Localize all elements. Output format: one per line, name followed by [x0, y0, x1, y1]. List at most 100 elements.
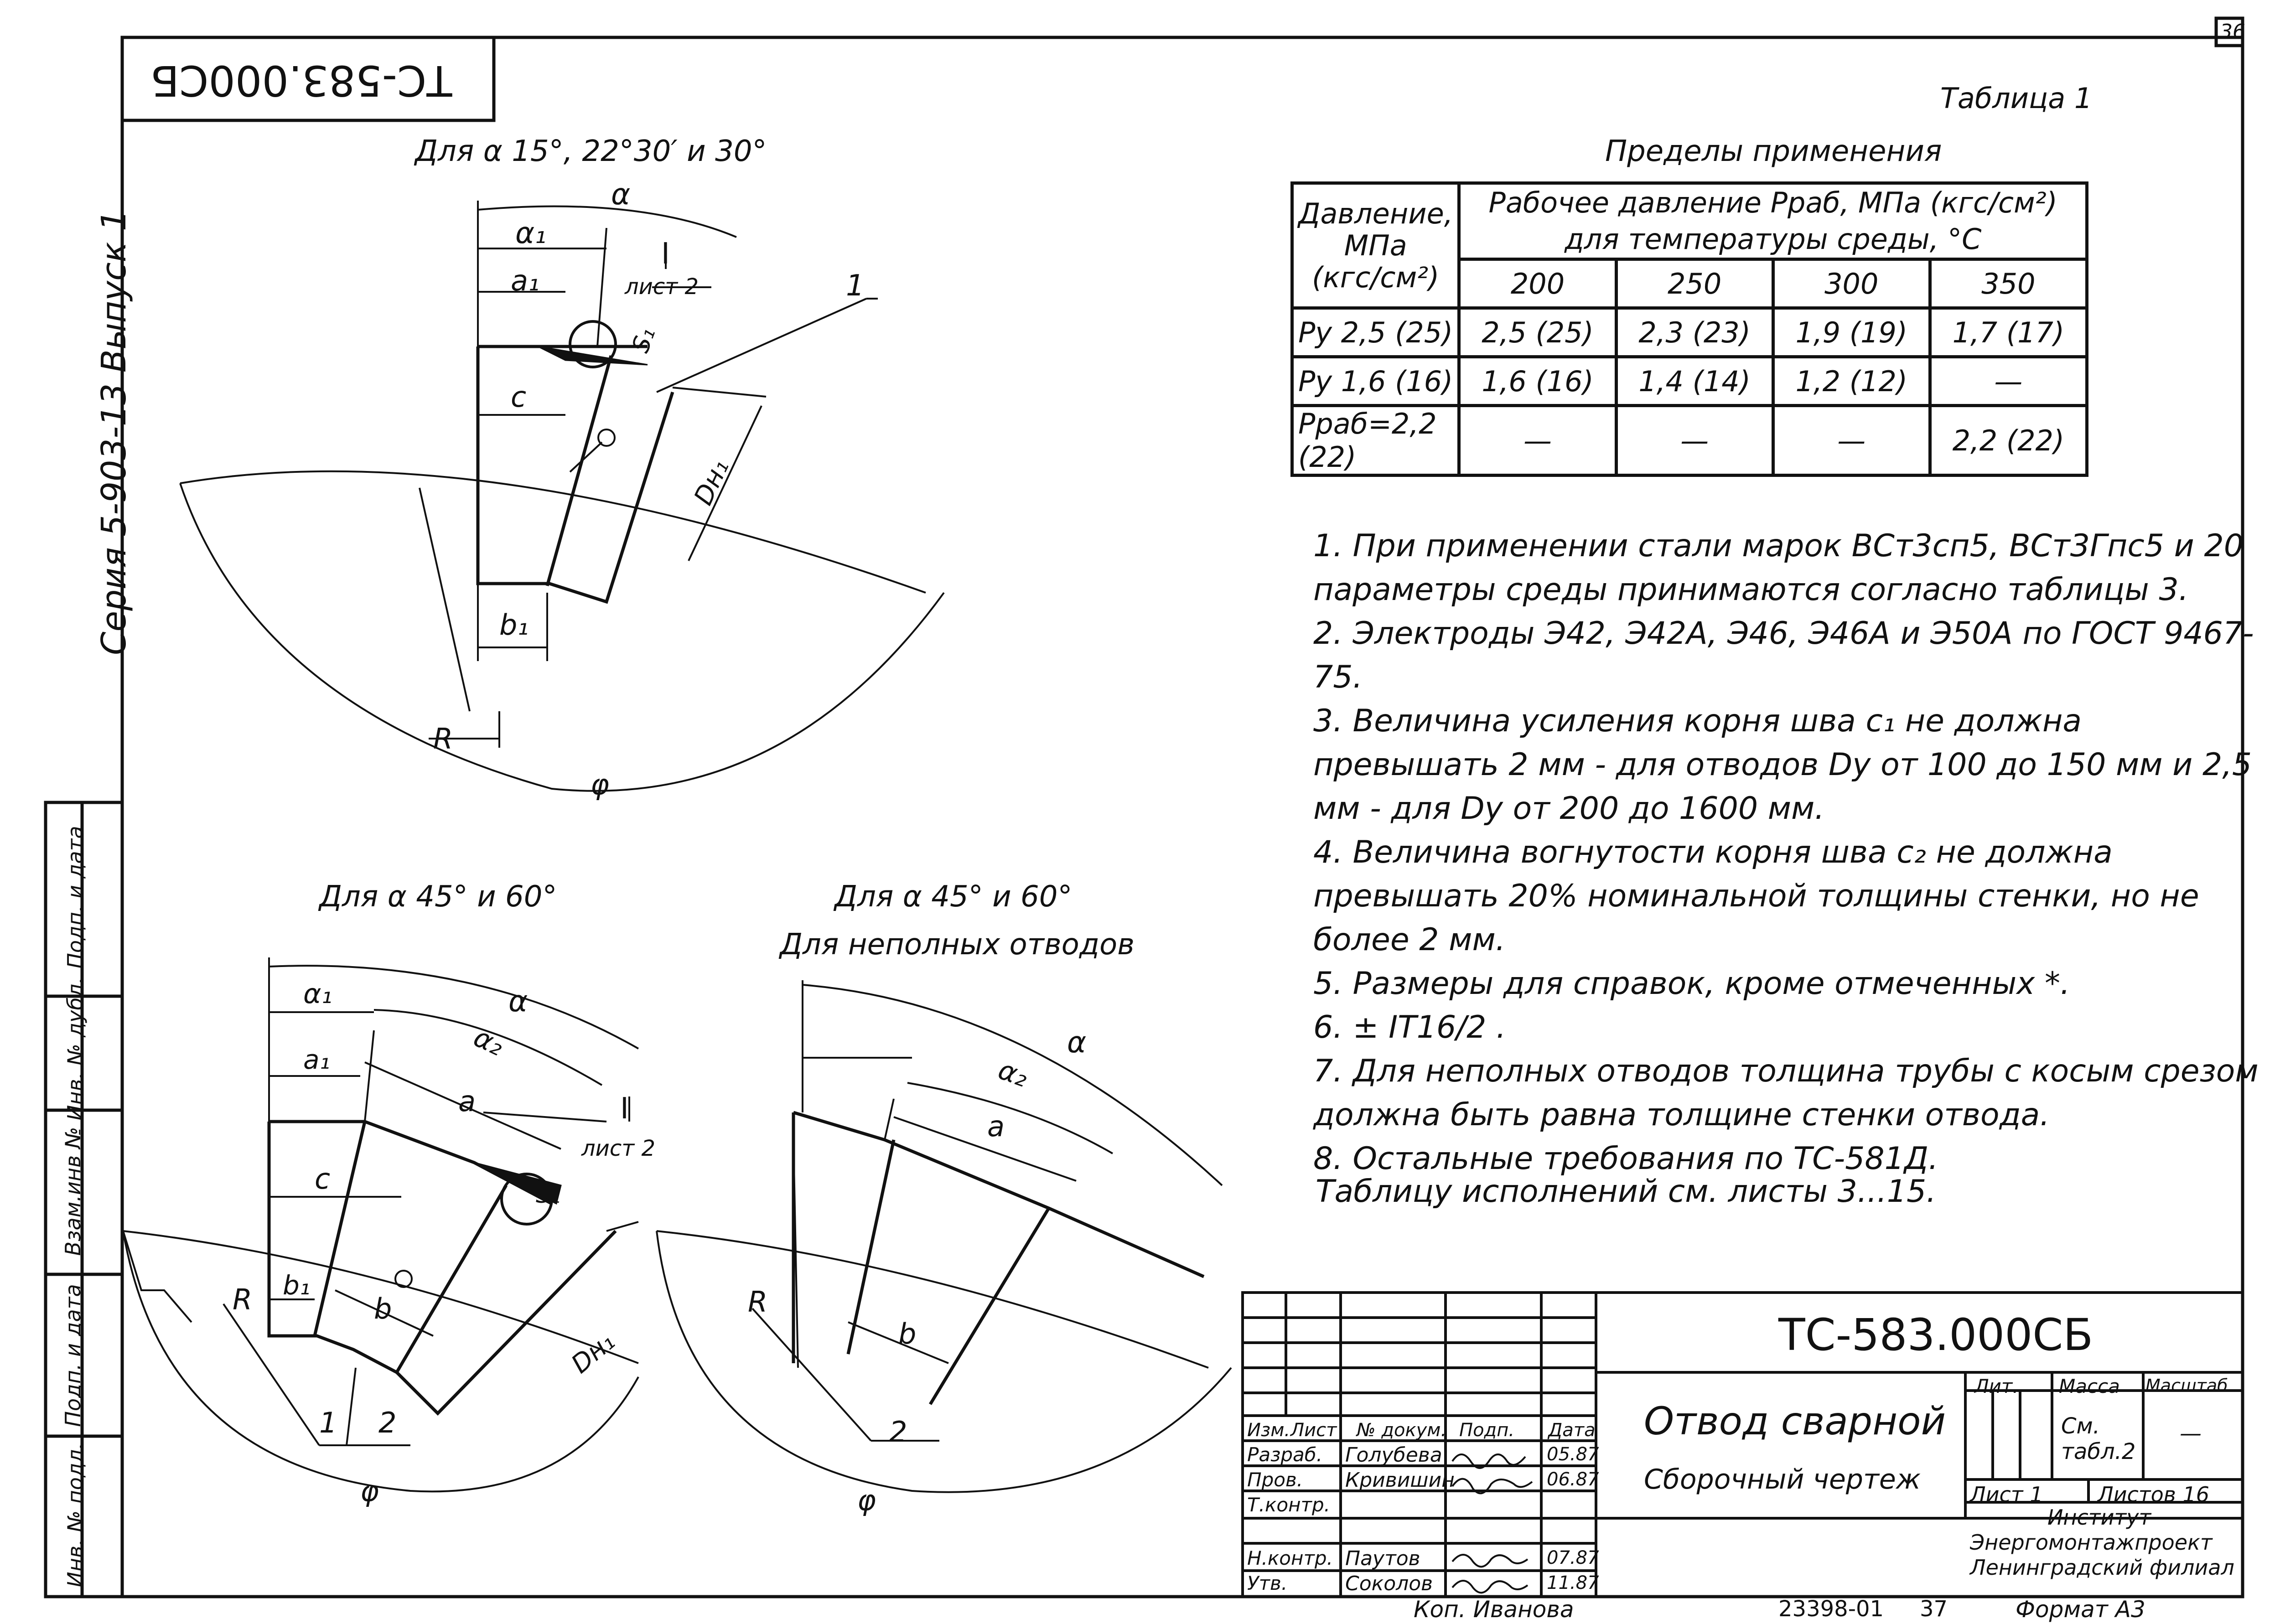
d2-s1-label: S₁: [536, 1181, 560, 1209]
name-checker: Кривишин: [1345, 1469, 1455, 1492]
d3-pos2-label: 2: [889, 1415, 907, 1448]
role-approver: Утв.: [1247, 1572, 1288, 1594]
note-8: 8. Остальные требования по ТС-581Д.: [1313, 1141, 1938, 1177]
name-approver: Соколов: [1345, 1572, 1433, 1595]
d3-alpha-label: α: [1067, 1026, 1087, 1060]
archive-index: 37: [1920, 1596, 1948, 1622]
d1-sheet-ref-numeral: I: [661, 237, 670, 271]
name-norm-control: Паутов: [1345, 1547, 1420, 1570]
drawing-2-caption: Для α 45° и 60°: [319, 880, 557, 914]
table-label: Таблица 1: [1940, 82, 2093, 115]
title-block-name: Отвод сварной: [1644, 1399, 1946, 1443]
drawing-3-dims: [656, 980, 1232, 1493]
col-header-date: Дата: [1548, 1420, 1596, 1441]
mass-value: См. табл.2: [2061, 1413, 2136, 1464]
role-tech-control: Т.контр.: [1247, 1494, 1331, 1516]
stamp-label-replace-inv: Взам.инв №: [61, 1127, 85, 1256]
d1-phi-label: φ: [591, 768, 609, 801]
mass-label: Масса: [2059, 1375, 2120, 1397]
temp-col-350: 350: [1928, 258, 2089, 310]
d2-r-label: R: [233, 1283, 253, 1316]
role-checker: Пров.: [1247, 1469, 1303, 1491]
drawing-2-geometry: [267, 1120, 617, 1416]
d2-sheet-ref-numeral: I: [620, 1092, 629, 1126]
table-row: Ру 2,5 (25) 2,5 (25) 2,3 (23) 1,9 (19) 1…: [1290, 306, 2089, 358]
table-row: Рраб=2,2 (22) — — — 2,2 (22): [1290, 404, 2089, 477]
title-block-frame: [1241, 1291, 2244, 1598]
role-developer: Разраб.: [1247, 1443, 1323, 1466]
format-label: Формат А3: [2016, 1596, 2145, 1623]
copied-by: Коп. Иванова: [1414, 1596, 1574, 1623]
d1-sheet-ref: лист 2: [625, 274, 699, 300]
d2-c-label: c: [315, 1162, 331, 1195]
date-approver: 11.87: [1547, 1572, 1599, 1593]
limits-table: Давление, МПа (кгс/см²) Рабочее давление…: [1290, 181, 2089, 477]
table-header-pressure: Давление, МПа (кгс/см²): [1290, 181, 1461, 310]
mirrored-code-box: [120, 36, 496, 122]
sheets-label: Листов 16: [2098, 1482, 2209, 1507]
d3-a-label: a: [987, 1110, 1005, 1143]
left-stamp-frame: [44, 801, 124, 1598]
col-header-sign: Подп.: [1459, 1420, 1515, 1441]
d2-b1-label: b₁: [283, 1270, 311, 1301]
stamp-label-sign-date-1: Подп. и дата: [63, 826, 88, 969]
temp-col-300: 300: [1771, 258, 1932, 310]
d3-phi-label: φ: [857, 1484, 876, 1517]
lit-label: Лит.: [1974, 1375, 2019, 1397]
scale-value: —: [2180, 1421, 2202, 1446]
d3-r-label: R: [748, 1285, 768, 1319]
col-header-doc-no: № докум.: [1357, 1420, 1447, 1441]
d2-a-label: a: [458, 1085, 476, 1118]
d1-alpha-label: α: [611, 178, 631, 212]
note-7: 7. Для неполных отводов толщина трубы с …: [1313, 1053, 2259, 1133]
temp-col-200: 200: [1457, 258, 1618, 310]
col-header-sheet: Лист: [1290, 1420, 1337, 1441]
stamp-label-inv-orig: Инв. № подл.: [63, 1443, 88, 1588]
sheet-number: 36: [2220, 20, 2245, 43]
org-line-1: Институт: [2047, 1505, 2151, 1530]
drawing-3-geometry: [792, 1111, 1205, 1405]
note-5: 5. Размеры для справок, кроме отмеченных…: [1313, 966, 2070, 1002]
date-developer: 05.87: [1547, 1444, 1599, 1465]
d2-a1-label: a₁: [303, 1044, 330, 1075]
d2-pos1-label: 1: [319, 1406, 337, 1439]
table-reference: Таблицу исполнений см. листы 3...15.: [1316, 1174, 1936, 1210]
title-block-doc-type: Сборочный чертеж: [1644, 1464, 1921, 1495]
note-4: 4. Величина вогнутости корня шва с₂ не д…: [1313, 834, 2199, 958]
d2-pos2-label: 2: [378, 1406, 397, 1439]
d1-b1-label: b₁: [499, 608, 529, 641]
stamp-label-sign-date-2: Подп. и дата: [61, 1284, 85, 1427]
drawing-3-caption-2: Для неполных отводов: [780, 928, 1135, 962]
role-norm-control: Н.контр.: [1247, 1547, 1333, 1569]
org-line-3: Ленинградский филиал: [1970, 1555, 2234, 1580]
temp-col-250: 250: [1614, 258, 1775, 310]
d2-phi-label: φ: [360, 1474, 379, 1508]
col-header-rev: Изм.: [1247, 1420, 1290, 1441]
title-block-code: ТС-583.000СБ: [1778, 1309, 2093, 1360]
table-header-working-pressure: Рабочее давление Рраб, МПа (кгс/см²) для…: [1457, 181, 2088, 261]
sheet-label: Лист 1: [1970, 1482, 2043, 1507]
d3-b-label: b: [898, 1317, 917, 1350]
d2-alpha1-label: α₁: [303, 978, 332, 1010]
mirrored-drawing-code: ТС-583.000СБ: [150, 56, 452, 105]
org-line-2: Энергомонтажпроект: [1970, 1530, 2213, 1555]
drawing-1-dims: [179, 201, 945, 792]
note-2: 2. Электроды Э42, Э42А, Э46, Э46А и Э50А…: [1313, 615, 2254, 695]
d1-alpha1-label: α₁: [515, 217, 546, 250]
note-3: 3. Величина усиления корня шва с₁ не дол…: [1313, 703, 2252, 827]
sheet-number-box: [2214, 16, 2244, 47]
scale-label: Масштаб: [2145, 1376, 2228, 1396]
table-row: Ру 1,6 (16) 1,6 (16) 1,4 (14) 1,2 (12) —: [1290, 355, 2089, 407]
d1-r-label: R: [433, 722, 453, 755]
drawing-3-caption-1: Для α 45° и 60°: [834, 880, 1073, 914]
date-norm-control: 07.87: [1547, 1547, 1599, 1568]
table-title: Пределы применения: [1605, 134, 1942, 168]
date-checker: 06.87: [1547, 1469, 1599, 1490]
series-label: Серия 5-903-13 Выпуск 1: [94, 209, 134, 655]
drawing-1-geometry: [476, 320, 674, 604]
d2-sheet-ref: лист 2: [581, 1136, 656, 1161]
d2-b-label: b: [374, 1292, 392, 1325]
note-1: 1. При применении стали марок ВСт3сп5, В…: [1313, 528, 2244, 608]
d2-alpha-label: α: [508, 985, 528, 1019]
